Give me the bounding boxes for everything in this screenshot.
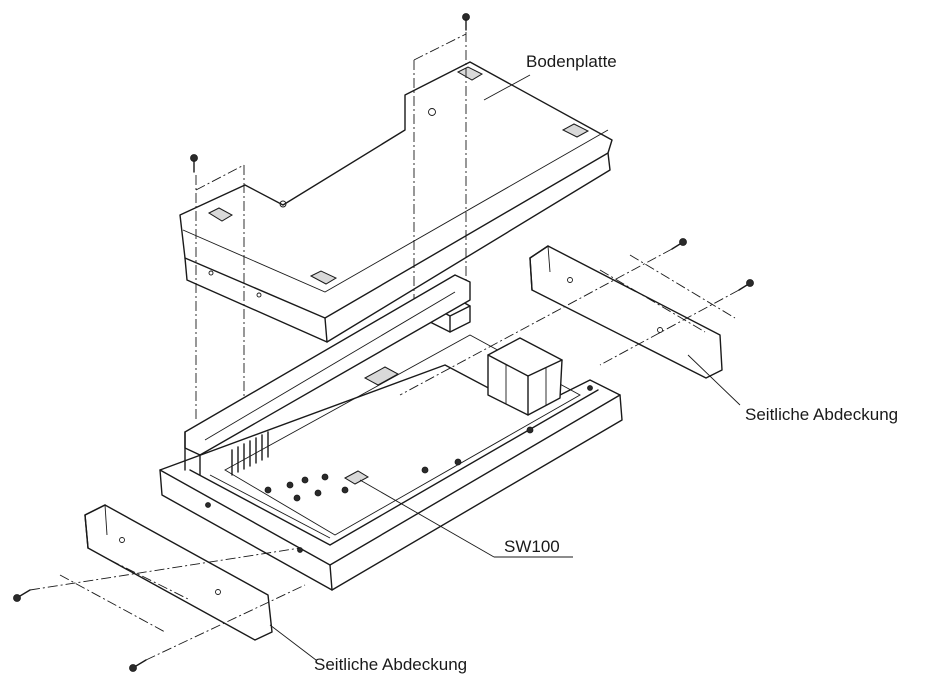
label-sw100: SW100 xyxy=(504,537,560,556)
chassis-holes xyxy=(205,385,593,553)
label-bottom-plate: Bodenplatte xyxy=(526,52,617,71)
alignment-lines-vertical xyxy=(195,32,467,420)
screw-left-lower xyxy=(129,659,147,672)
bottom-plate xyxy=(179,61,613,343)
screw-top-left xyxy=(190,154,198,173)
leader-lines xyxy=(269,74,741,661)
side-cover-right xyxy=(529,245,723,379)
screw-top-right xyxy=(462,13,470,31)
heatsink xyxy=(231,431,269,476)
screw-right-upper xyxy=(671,238,687,250)
label-side-cover-left: Seitliche Abdeckung xyxy=(314,655,467,674)
alignment-lines-left xyxy=(29,547,306,661)
side-cover-left xyxy=(84,504,273,641)
alignment-lines-right xyxy=(399,248,740,396)
screw-left-upper xyxy=(13,589,31,602)
sw100-switch xyxy=(343,470,370,485)
main-chassis xyxy=(159,274,623,591)
screw-right-lower xyxy=(738,279,754,291)
label-side-cover-right: Seitliche Abdeckung xyxy=(745,405,898,424)
